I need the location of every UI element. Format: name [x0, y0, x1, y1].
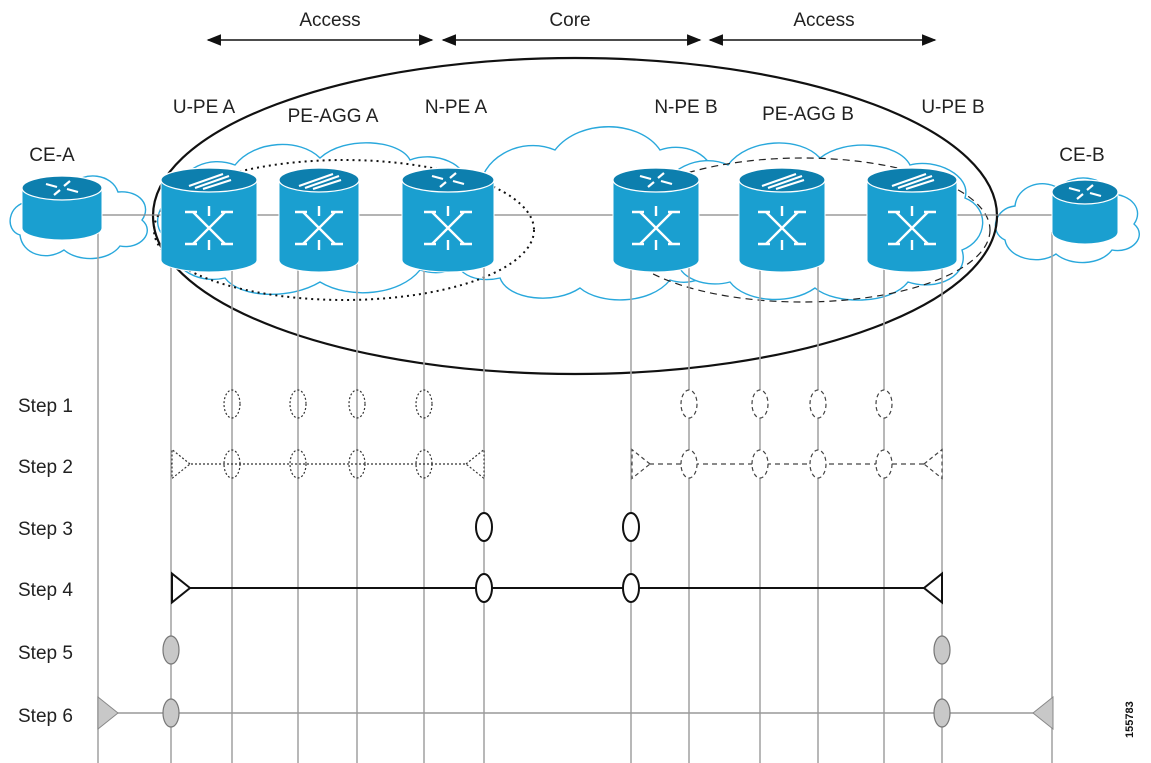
- step-label-2: Step 2: [18, 457, 73, 478]
- device-label-npe-b: N-PE B: [654, 97, 717, 118]
- step-oval: [289, 389, 307, 419]
- device-label-ce-b: CE-B: [1059, 145, 1104, 166]
- step-triangle: [171, 571, 192, 605]
- device-ce-b: [1051, 179, 1119, 245]
- device-label-upe-a: U-PE A: [173, 97, 236, 118]
- step-oval: [751, 449, 769, 479]
- step-oval: [875, 449, 893, 479]
- step-oval: [680, 389, 698, 419]
- device-npe-a: [401, 167, 495, 273]
- step-labels: Step 1 Step 2 Step 3 Step 4 Step 5 Step …: [18, 396, 73, 727]
- step-triangle: [923, 448, 943, 480]
- step-triangle: [631, 448, 651, 480]
- figure-id: 155783: [1124, 701, 1136, 738]
- step-oval: [622, 512, 640, 542]
- timeline-lines: [97, 232, 1053, 763]
- device-upe-b: [866, 167, 958, 273]
- step-triangle: [922, 571, 943, 605]
- step-oval: [162, 635, 180, 665]
- step-oval: [475, 573, 493, 603]
- step-triangle: [171, 448, 191, 480]
- device-peagg-b: [738, 167, 826, 273]
- step-oval: [751, 389, 769, 419]
- device-label-ce-a: CE-A: [29, 145, 75, 166]
- device-upe-a: [160, 167, 258, 273]
- region-label-access-right: Access: [793, 10, 854, 31]
- step-triangle: [1032, 695, 1054, 731]
- step-triangle: [97, 695, 119, 731]
- device-label-peagg-a: PE-AGG A: [288, 106, 379, 127]
- device-npe-b: [612, 167, 700, 273]
- step-label-6: Step 6: [18, 706, 73, 727]
- step-oval: [223, 389, 241, 419]
- step-symbols: [97, 389, 1054, 731]
- step-oval: [680, 449, 698, 479]
- step-oval: [475, 512, 493, 542]
- step-oval: [162, 698, 180, 728]
- step-oval: [809, 449, 827, 479]
- step-oval: [875, 389, 893, 419]
- step-label-3: Step 3: [18, 519, 73, 540]
- step-oval: [289, 449, 307, 479]
- step-oval: [809, 389, 827, 419]
- region-label-core: Core: [549, 10, 590, 31]
- region-label-access-left: Access: [299, 10, 360, 31]
- step-oval: [933, 635, 951, 665]
- access-domain-a-dotted: [153, 159, 535, 301]
- step-triangle: [465, 448, 485, 480]
- device-labels: CE-A U-PE A PE-AGG A N-PE A N-PE B PE-AG…: [29, 97, 1104, 166]
- device-ce-a: [21, 175, 103, 241]
- step-oval: [415, 389, 433, 419]
- device-peagg-a: [278, 167, 360, 273]
- step-label-1: Step 1: [18, 396, 73, 417]
- step-oval: [348, 389, 366, 419]
- step-label-4: Step 4: [18, 580, 73, 601]
- device-label-npe-a: N-PE A: [425, 97, 488, 118]
- step-oval: [348, 449, 366, 479]
- step-oval: [415, 449, 433, 479]
- devices: [21, 167, 1119, 273]
- region-arrows: Access Core Access: [206, 10, 937, 46]
- step-oval: [933, 698, 951, 728]
- provider-network-ellipse: [151, 56, 999, 376]
- step-oval: [223, 449, 241, 479]
- device-label-peagg-b: PE-AGG B: [762, 104, 854, 125]
- step-label-5: Step 5: [18, 643, 73, 664]
- device-label-upe-b: U-PE B: [921, 97, 984, 118]
- access-domain-b-dashed: [613, 157, 991, 303]
- step-oval: [622, 573, 640, 603]
